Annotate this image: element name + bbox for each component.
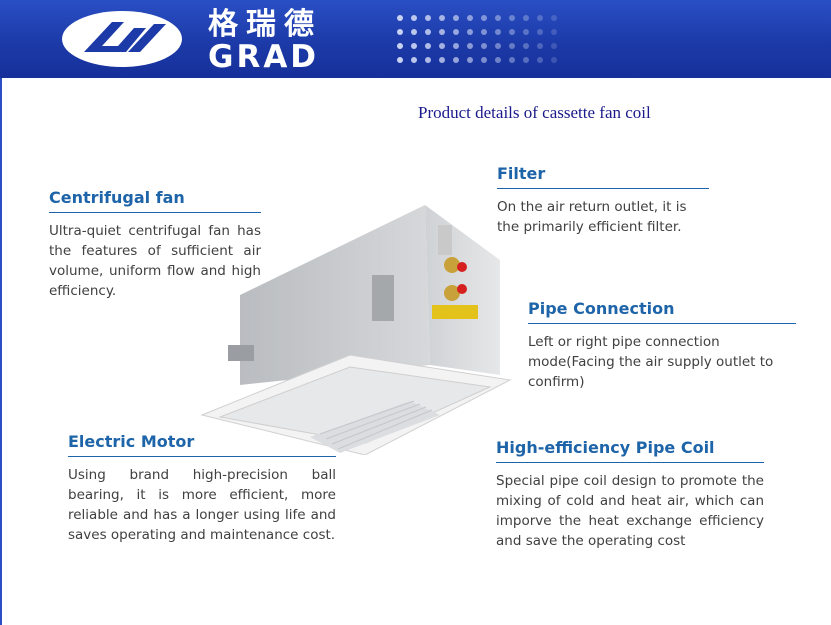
cassette-fan-coil-image — [200, 205, 512, 455]
dot-pattern — [397, 15, 557, 63]
feature-electric-motor: Electric Motor Using brand high-precisio… — [68, 432, 336, 545]
feature-pipe-connection: Pipe Connection Left or right pipe conne… — [528, 299, 796, 392]
feature-centrifugal-fan: Centrifugal fan Ultra-quiet centrifugal … — [49, 188, 261, 301]
brand-name-english: GRAD — [208, 39, 320, 75]
feature-description: Ultra-quiet centrifugal fan has the feat… — [49, 223, 261, 299]
feature-heading: Filter — [497, 164, 709, 189]
header-banner: 格瑞德 GRAD — [0, 0, 831, 78]
feature-description: On the air return outlet, it is the prim… — [497, 199, 687, 235]
left-border — [0, 78, 2, 625]
feature-filter: Filter On the air return outlet, it is t… — [497, 164, 709, 237]
grad-logo-icon — [62, 11, 182, 67]
page-title: Product details of cassette fan coil — [418, 103, 651, 122]
feature-heading: Centrifugal fan — [49, 188, 261, 213]
feature-heading: Pipe Connection — [528, 299, 796, 324]
feature-description: Special pipe coil design to promote the … — [496, 473, 764, 549]
feature-description: Using brand high-precision ball bearing,… — [68, 467, 336, 543]
feature-description: Left or right pipe connection mode(Facin… — [528, 334, 774, 390]
feature-pipe-coil: High-efficiency Pipe Coil Special pipe c… — [496, 438, 764, 551]
feature-heading: High-efficiency Pipe Coil — [496, 438, 764, 463]
feature-heading: Electric Motor — [68, 432, 336, 457]
brand-name-chinese: 格瑞德 — [208, 7, 322, 42]
